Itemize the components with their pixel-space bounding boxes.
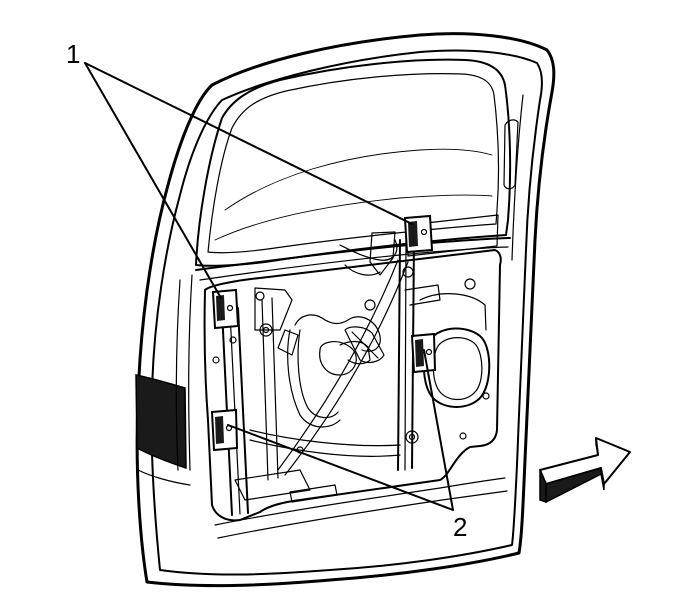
window-regulator [210, 214, 441, 516]
front-direction-arrow-icon [539, 437, 631, 504]
leader-lines [84, 62, 454, 511]
door-outer-shell [135, 32, 556, 588]
callout-label-1: 1 [66, 39, 80, 69]
lower-regulator-clips [210, 332, 437, 452]
callout-label-2: 2 [453, 512, 467, 542]
upper-regulator-clips [211, 214, 434, 330]
